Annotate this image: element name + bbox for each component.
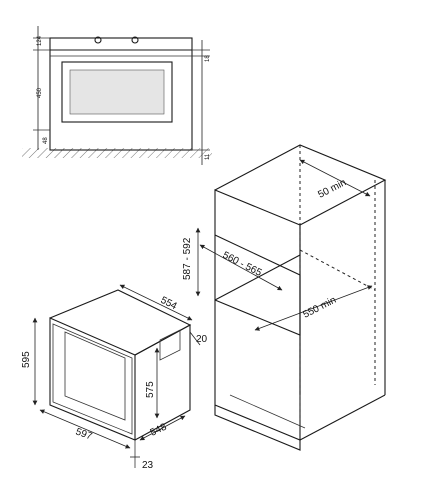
oven-width-dim-line: [39, 409, 131, 449]
front-glass-window: [69, 69, 165, 115]
front-oven-body: [49, 37, 193, 151]
oven-door-glass: [64, 331, 126, 421]
oven-front-height-label: 575: [145, 381, 156, 398]
front-height-label: 450: [37, 87, 43, 98]
control-knob-right: [131, 36, 139, 44]
oven-front-depth-label: 20: [196, 334, 208, 345]
floor-hatch: [22, 148, 212, 158]
oven-front-depth-dim-line: [189, 331, 201, 346]
cabinet-left-panel: [214, 189, 301, 441]
front-bottom-label: 11: [205, 153, 211, 160]
oven-inner-width-label: 548: [149, 422, 169, 439]
opening-width-label: 560 - 565: [221, 250, 264, 279]
cabinet-base-line: [229, 394, 306, 429]
gap-dim-line: [299, 159, 371, 197]
oven-door-label: 23: [142, 460, 154, 471]
depth-dim-line: [254, 285, 373, 331]
oven-depth-label: 554: [159, 295, 179, 313]
opening-height-label: 587 - 592: [182, 237, 193, 280]
cabinet-view: 50 min 587 - 592 560 - 565 550 min: [182, 144, 387, 451]
oven-frame-inner: [52, 323, 133, 435]
front-door-glass: [61, 61, 173, 123]
oven-view: 595 554 575 20 597 548 23: [21, 284, 208, 471]
oven-front: [49, 317, 136, 441]
oven-height-label: 595: [21, 351, 32, 368]
oven-width-label: 597: [74, 426, 94, 442]
oven-inner-width-dim-line: [139, 415, 186, 441]
hidden-line-floor: [299, 249, 376, 291]
oven-depth-dim-line: [119, 284, 193, 321]
front-top-band-label: 124: [37, 35, 43, 46]
control-knob-left: [94, 36, 102, 44]
depth-label: 550 min: [301, 295, 338, 321]
front-side-label: 48: [43, 137, 49, 144]
front-view: 124 450 48 18 11: [22, 26, 212, 165]
oven-rear-bracket: [159, 329, 181, 361]
gap-label: 50 min: [316, 177, 348, 200]
cabinet-base: [214, 405, 301, 451]
opening-width-dim-line: [199, 244, 283, 291]
front-glass-top-label: 18: [205, 55, 211, 62]
cabinet-bottom-edge: [299, 394, 386, 441]
